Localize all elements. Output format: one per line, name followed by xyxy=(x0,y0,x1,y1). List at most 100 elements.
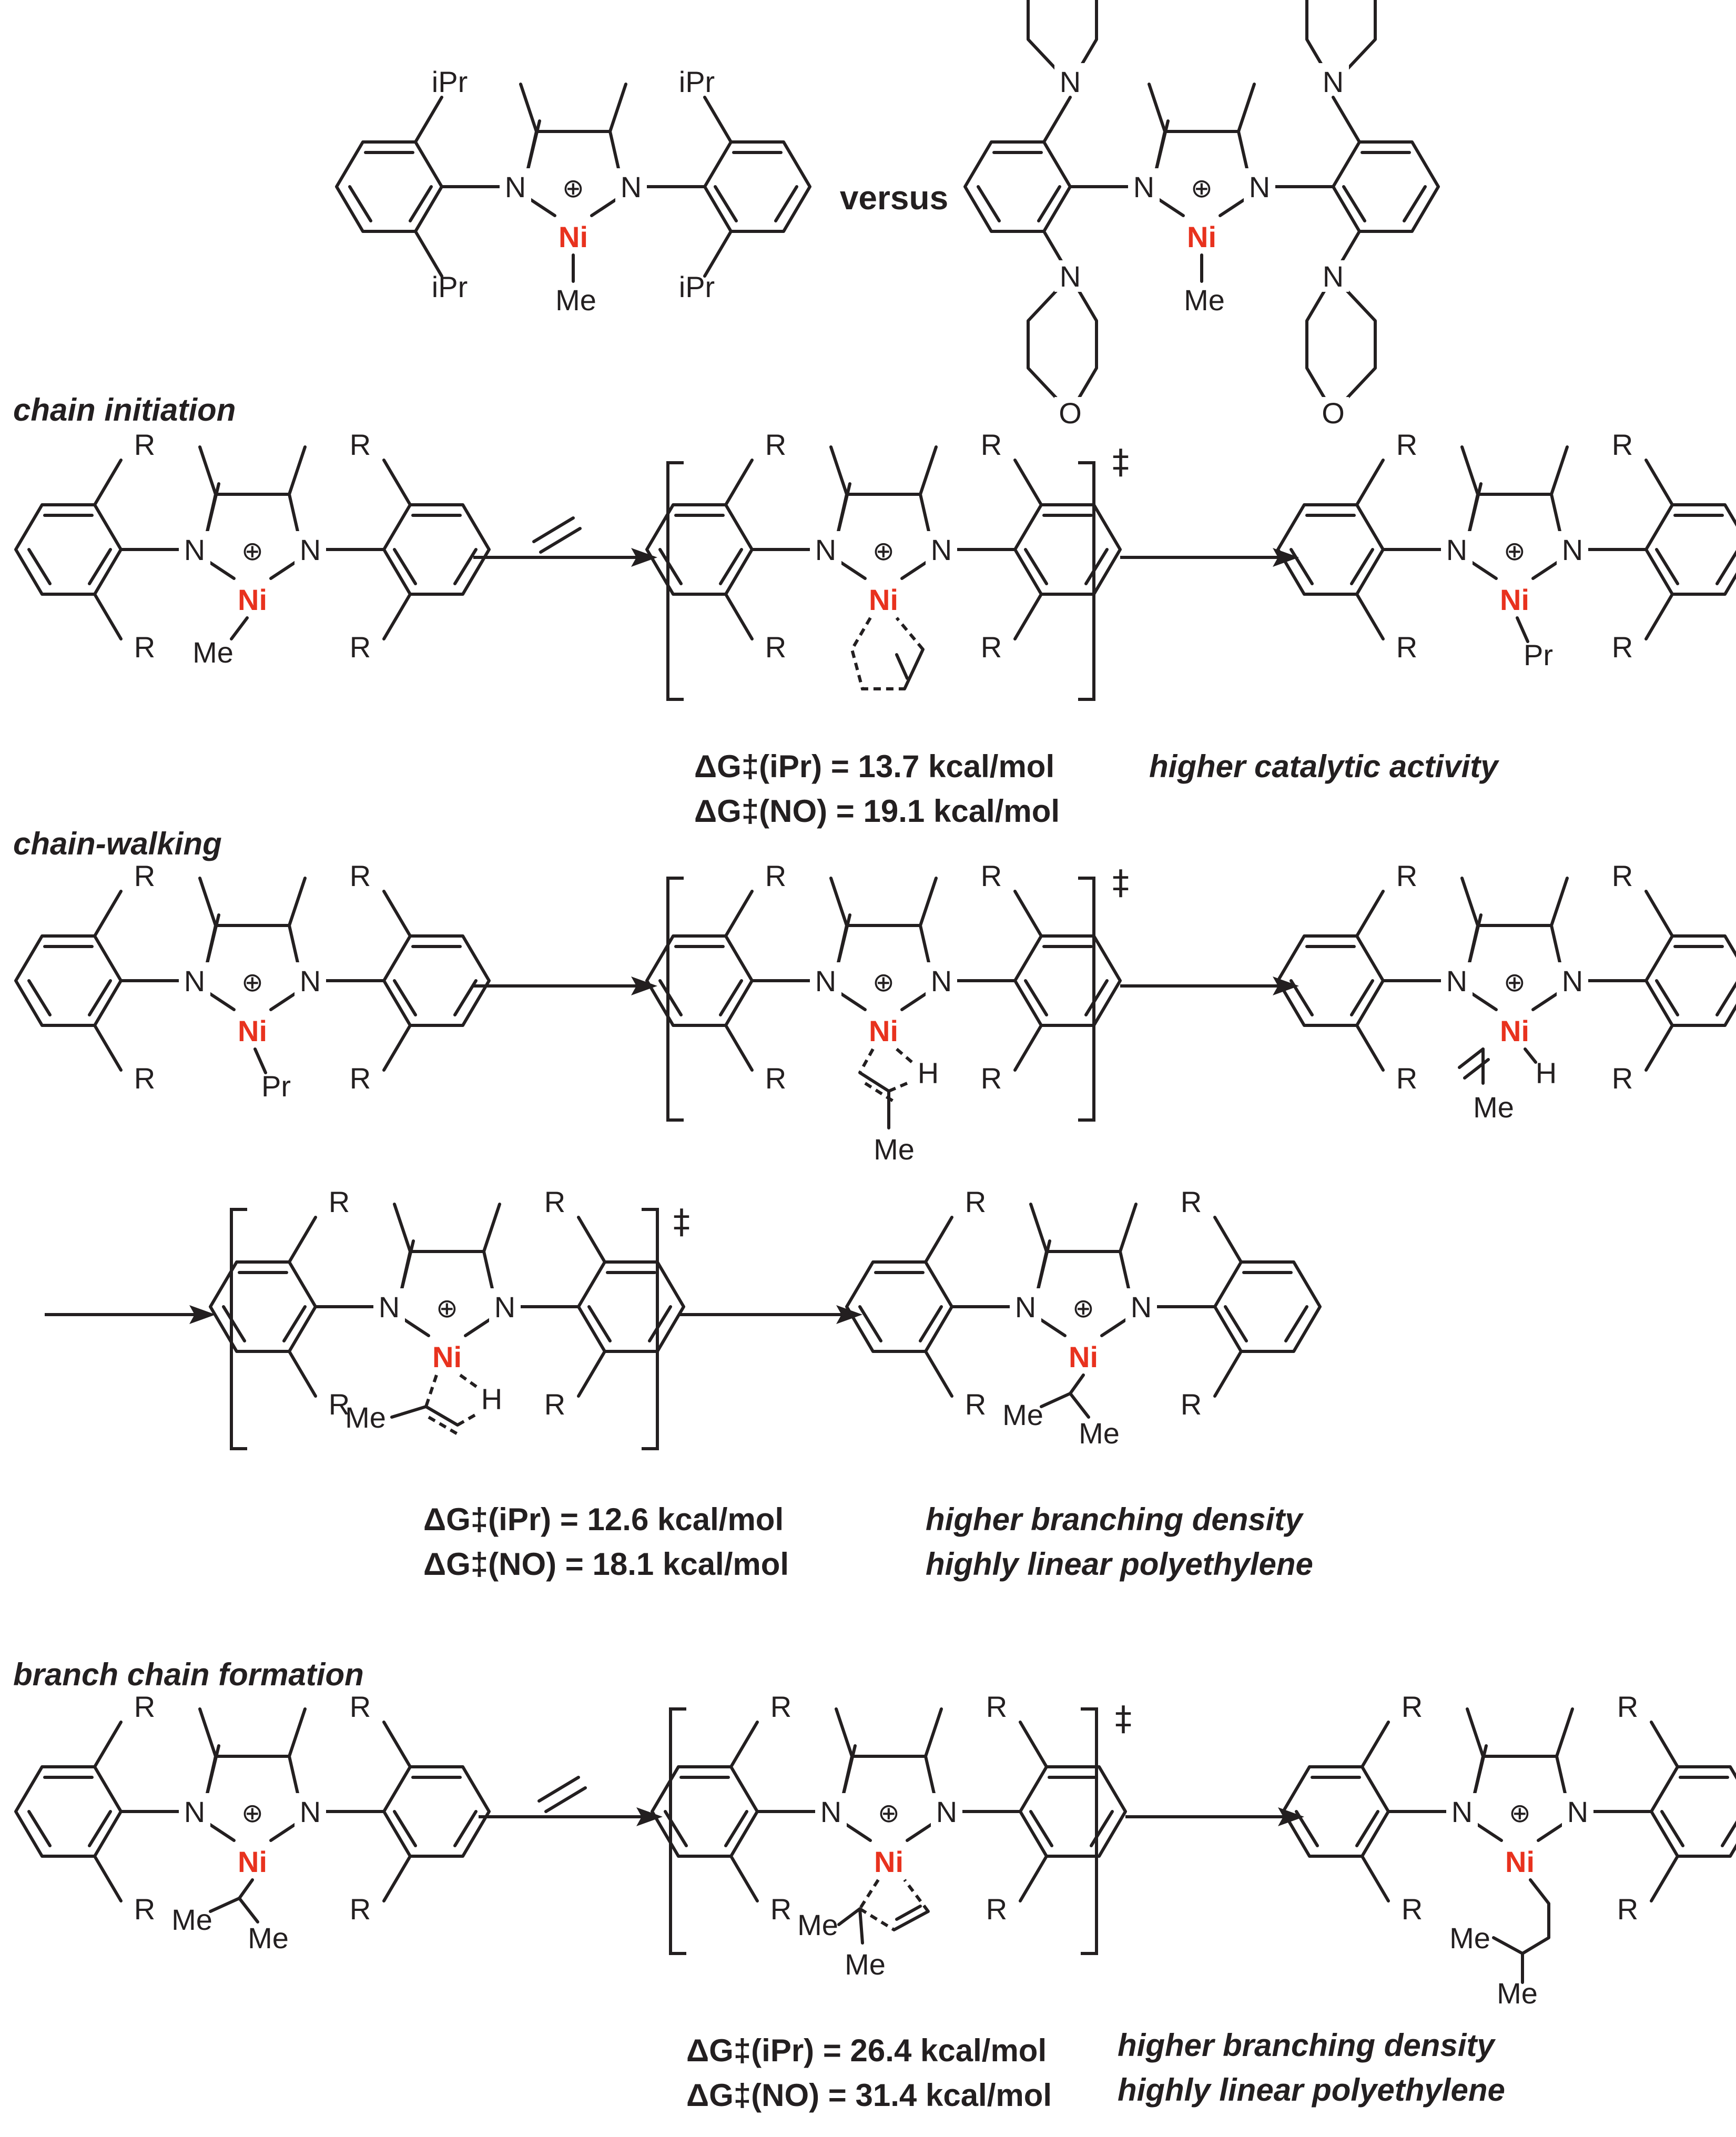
svg-text:Me: Me xyxy=(171,1903,212,1936)
svg-text:‡: ‡ xyxy=(1112,863,1129,902)
svg-text:Me: Me xyxy=(797,1908,838,1941)
svg-text:Me: Me xyxy=(1449,1921,1490,1955)
svg-text:N: N xyxy=(184,964,205,998)
svg-text:⊕: ⊕ xyxy=(872,967,895,998)
svg-text:R: R xyxy=(981,1062,1002,1095)
note-initiation: higher catalytic activity xyxy=(1149,749,1499,784)
n-atom: N xyxy=(1133,170,1154,203)
svg-text:N: N xyxy=(300,533,321,566)
svg-text:O: O xyxy=(1322,396,1345,430)
svg-text:⊕: ⊕ xyxy=(1072,1293,1094,1324)
svg-text:R: R xyxy=(1402,1892,1423,1926)
branch-reactant: N N ⊕ Ni Me Me R R R R xyxy=(16,1690,489,1955)
svg-text:R: R xyxy=(770,1690,791,1723)
svg-text:R: R xyxy=(134,859,155,892)
svg-text:Pr: Pr xyxy=(1524,638,1553,671)
svg-text:R: R xyxy=(765,428,786,461)
svg-text:R: R xyxy=(1402,1690,1423,1723)
svg-text:Ni: Ni xyxy=(1500,1014,1529,1047)
ts-bracket: ‡ xyxy=(666,863,1129,1122)
svg-text:R: R xyxy=(965,1185,986,1218)
ipr-label: iPr xyxy=(679,65,715,98)
svg-text:Ni: Ni xyxy=(869,583,898,616)
svg-text:⊕: ⊕ xyxy=(241,536,263,566)
initiation-reactant: N N ⊕ Ni Me R R R R xyxy=(16,428,489,669)
nickel-atom: Ni xyxy=(238,583,267,616)
svg-text:R: R xyxy=(986,1690,1007,1723)
svg-text:Me: Me xyxy=(1497,1977,1538,2010)
svg-text:R: R xyxy=(1396,630,1417,664)
svg-text:R: R xyxy=(1612,1062,1633,1095)
svg-text:Ni: Ni xyxy=(1069,1340,1098,1373)
svg-text:R: R xyxy=(765,859,786,892)
svg-text:Me: Me xyxy=(845,1948,886,1981)
dg-no-initiation: ΔG‡(NO) = 19.1 kcal/mol xyxy=(694,793,1060,829)
svg-text:R: R xyxy=(329,1388,350,1421)
morpholino-complex: N N ⊕ Ni Me N O N O N O xyxy=(965,0,1438,430)
svg-text:N: N xyxy=(1323,65,1344,98)
svg-text:N: N xyxy=(300,1795,321,1828)
svg-text:N: N xyxy=(1451,1795,1473,1828)
svg-text:H: H xyxy=(1536,1056,1557,1090)
svg-text:R: R xyxy=(770,1892,791,1926)
svg-text:R: R xyxy=(1612,630,1633,664)
walking-ts1: N N ⊕ Ni H Me R R R R xyxy=(647,859,1120,1166)
svg-text:R: R xyxy=(134,1690,155,1723)
morpholine-ring: N O xyxy=(1027,0,1098,98)
note-walking-1: higher branching density xyxy=(926,1502,1304,1537)
svg-text:⊕: ⊕ xyxy=(241,1798,263,1828)
svg-text:N: N xyxy=(1015,1290,1036,1324)
svg-text:⊕: ⊕ xyxy=(872,536,895,566)
svg-text:Me: Me xyxy=(345,1401,386,1434)
methyl-label: Me xyxy=(1184,283,1225,317)
section-title-walking: chain-walking xyxy=(13,826,222,861)
svg-text:H: H xyxy=(918,1056,939,1090)
svg-text:N: N xyxy=(1446,964,1467,998)
svg-text:N: N xyxy=(1060,260,1081,293)
ipr-label: iPr xyxy=(432,270,468,303)
note-branch-2: highly linear polyethylene xyxy=(1118,2072,1505,2108)
svg-text:N: N xyxy=(931,533,952,566)
svg-text:Me: Me xyxy=(192,636,234,669)
svg-text:R: R xyxy=(765,1062,786,1095)
svg-text:N: N xyxy=(1060,65,1081,98)
svg-text:Me: Me xyxy=(874,1133,915,1166)
svg-text:R: R xyxy=(981,428,1002,461)
svg-text:‡: ‡ xyxy=(673,1203,690,1242)
svg-text:N: N xyxy=(936,1795,957,1828)
dg-ipr-initiation: ΔG‡(iPr) = 13.7 kcal/mol xyxy=(694,749,1054,784)
svg-text:Ni: Ni xyxy=(238,1014,267,1047)
reaction-arrow xyxy=(473,516,657,567)
svg-text:Ni: Ni xyxy=(432,1340,462,1373)
nickel-atom: Ni xyxy=(559,220,588,253)
svg-text:R: R xyxy=(986,1892,1007,1926)
walking-product: N N ⊕ Ni Me Me R R R R xyxy=(847,1185,1320,1450)
initiation-ts: N N ⊕ Ni R R R R xyxy=(647,428,1120,690)
svg-text:Ni: Ni xyxy=(874,1845,903,1878)
svg-text:Ni: Ni xyxy=(1500,583,1529,616)
svg-text:⊕: ⊕ xyxy=(1509,1798,1531,1828)
ipr-label: iPr xyxy=(432,65,468,98)
svg-text:R: R xyxy=(134,630,155,664)
svg-text:N: N xyxy=(184,533,205,566)
section-title-initiation: chain initiation xyxy=(13,392,236,428)
svg-text:O: O xyxy=(1059,396,1082,430)
svg-text:⊕: ⊕ xyxy=(1504,967,1526,998)
walking-intermediate: N N ⊕ Ni H Me R R R R xyxy=(1278,859,1736,1124)
svg-text:R: R xyxy=(1612,428,1633,461)
svg-text:R: R xyxy=(1396,1062,1417,1095)
svg-text:⊕: ⊕ xyxy=(1504,536,1526,566)
svg-text:Me: Me xyxy=(1473,1091,1514,1124)
dg-no-branch: ΔG‡(NO) = 31.4 kcal/mol xyxy=(686,2078,1052,2113)
svg-text:R: R xyxy=(350,1690,371,1723)
svg-text:R: R xyxy=(981,859,1002,892)
svg-text:Pr: Pr xyxy=(261,1070,291,1103)
ts-bracket: ‡ xyxy=(230,1203,690,1450)
svg-text:R: R xyxy=(329,1185,350,1218)
reaction-arrow xyxy=(1120,548,1299,567)
svg-text:Me: Me xyxy=(1079,1417,1120,1450)
svg-text:R: R xyxy=(544,1388,565,1421)
svg-text:R: R xyxy=(981,630,1002,664)
versus-label: versus xyxy=(840,179,948,217)
